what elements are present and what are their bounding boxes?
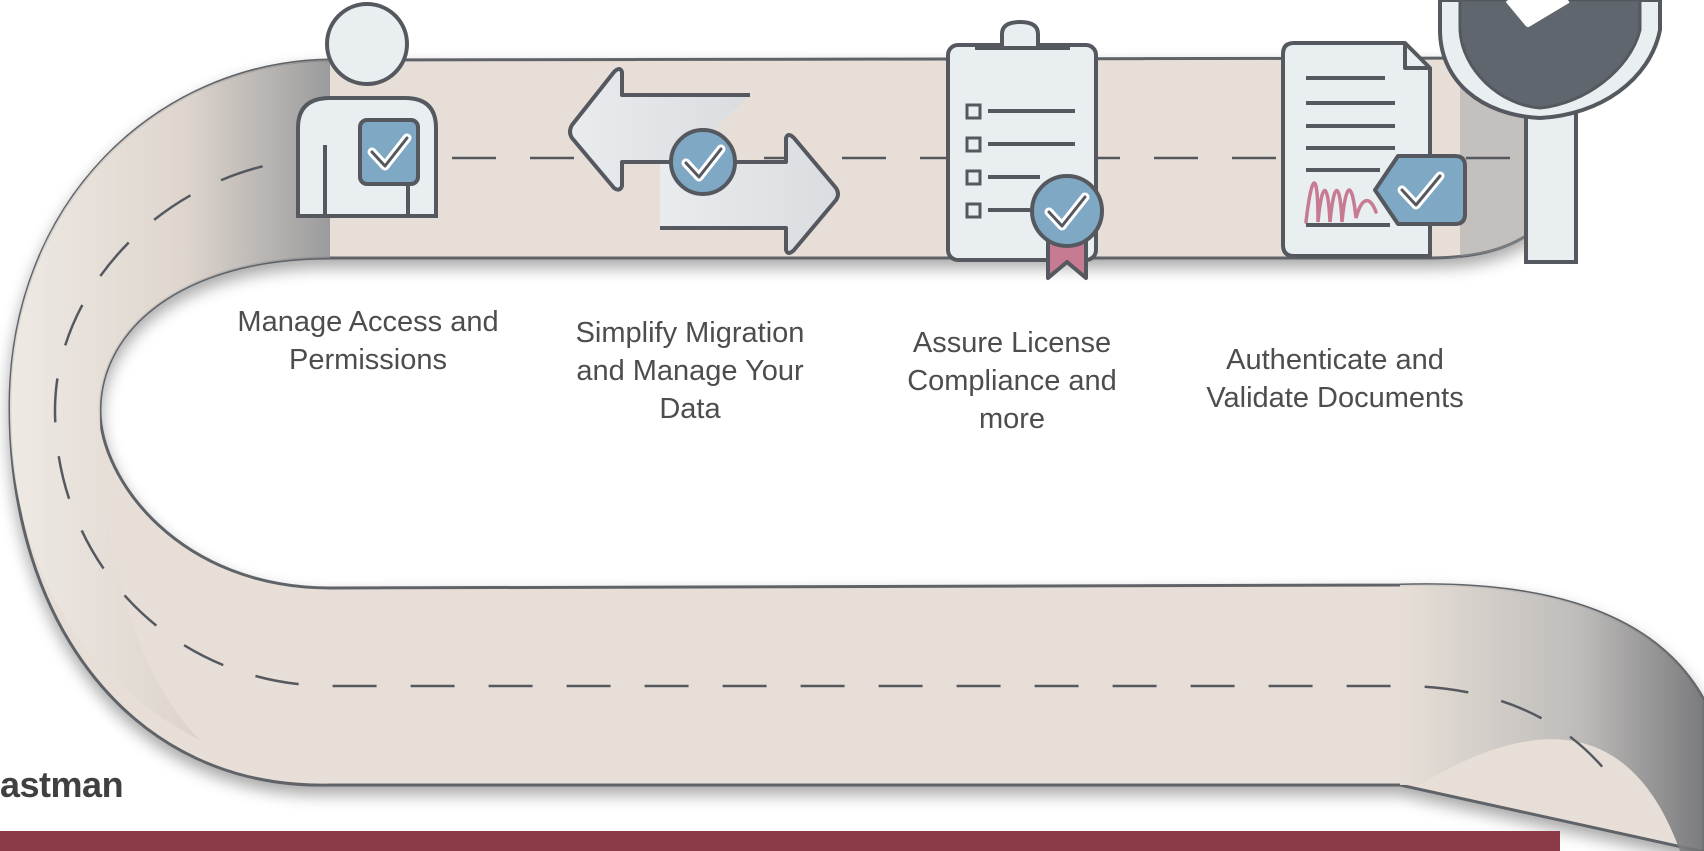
- user-check-icon: [296, 2, 438, 218]
- step-label-line: and Manage Your: [576, 355, 804, 387]
- migration-arrows-icon: [568, 67, 840, 255]
- step-label-line: Manage Access and: [237, 306, 499, 338]
- step-label-line: Validate Documents: [1206, 382, 1464, 414]
- step-label-line: Compliance and: [907, 365, 1117, 397]
- step-label-line: more: [978, 403, 1046, 435]
- step-label-authenticate-documents: Authenticate and Validate Documents: [1170, 341, 1500, 417]
- step-label-line: Authenticate and: [1226, 344, 1444, 376]
- step-label-manage-access: Manage Access and Permissions: [198, 303, 538, 379]
- footer-bar: [0, 831, 1560, 851]
- step-label-line: Data: [659, 393, 721, 425]
- shield-sign-icon: [1438, 0, 1662, 264]
- step-label-simplify-migration: Simplify Migration and Manage Your Data: [540, 314, 840, 428]
- step-label-line: Simplify Migration: [575, 317, 805, 349]
- step-label-license-compliance: Assure License Compliance and more: [870, 324, 1154, 438]
- clipboard-checklist-icon: [946, 19, 1104, 280]
- signed-document-icon: [1281, 41, 1467, 258]
- step-label-line: Assure License: [912, 327, 1112, 359]
- step-label-line: Permissions: [289, 344, 447, 376]
- brand-logo-text: astman: [0, 764, 124, 805]
- road-center-line: [53, 156, 1622, 791]
